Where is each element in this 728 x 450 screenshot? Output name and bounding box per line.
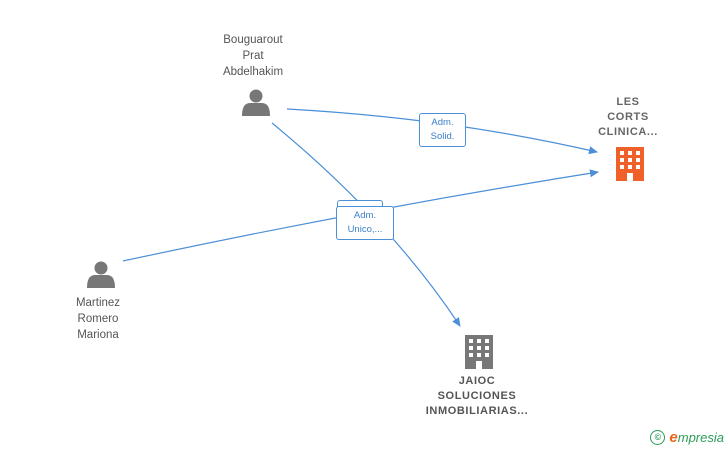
node-label-martinez[interactable]: Martinez Romero Mariona (75, 297, 121, 341)
copyright-icon: © (650, 430, 666, 445)
node-label-bouguarout[interactable]: Bouguarout Prat Abdelhakim (222, 34, 284, 78)
building-icon[interactable] (465, 335, 493, 369)
node-label-lescorts[interactable]: LES CORTS CLINICA... (598, 96, 658, 138)
edge-label-adm-unico[interactable]: Adm. Unico,... (336, 206, 394, 240)
brand-name: mpresia (677, 430, 724, 445)
node-label-jaioc[interactable]: JAIOC SOLUCIONES INMOBILIARIAS... (425, 375, 529, 417)
footer-brand: © empresia (650, 429, 724, 446)
edge-label-stack-shadow (337, 200, 383, 211)
person-icon[interactable] (87, 261, 115, 289)
edge-label-adm-solid[interactable]: Adm. Solid. (419, 113, 466, 147)
brand-initial: e (669, 429, 678, 446)
building-icon[interactable] (616, 147, 644, 181)
person-icon[interactable] (242, 89, 270, 117)
brand-logo[interactable]: empresia (669, 429, 724, 446)
